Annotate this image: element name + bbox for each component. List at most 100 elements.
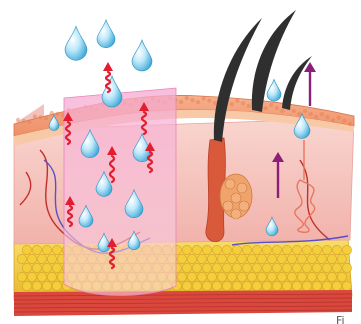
fat-cell <box>242 263 251 272</box>
fat-cell <box>292 263 301 272</box>
fat-cell <box>297 272 306 281</box>
fat-cell <box>242 281 251 290</box>
fat-cell <box>202 245 211 254</box>
epidermis-cell <box>16 118 20 122</box>
fat-cell <box>297 254 306 263</box>
fat-cell <box>217 272 226 281</box>
fat-cell <box>22 281 31 290</box>
fat-cell <box>312 263 321 272</box>
water-drop-icon <box>102 76 122 107</box>
fat-cell <box>282 263 291 272</box>
fat-cell <box>292 245 301 254</box>
fat-cell <box>192 263 201 272</box>
fat-cell <box>307 272 316 281</box>
fat-cell <box>267 254 276 263</box>
epidermis-cell <box>201 96 205 100</box>
fat-cell <box>252 263 261 272</box>
fat-cell <box>232 245 241 254</box>
fat-cell <box>42 281 51 290</box>
fat-cell <box>262 281 271 290</box>
fat-cell <box>207 254 216 263</box>
fat-cell <box>217 254 226 263</box>
water-drop-icon <box>267 79 281 101</box>
absorption-region <box>64 88 176 296</box>
fat-cell <box>197 272 206 281</box>
epidermis-cell <box>241 101 245 105</box>
gland-lobule <box>239 201 249 211</box>
fat-cell <box>182 245 191 254</box>
fat-cell <box>232 281 241 290</box>
epidermis-cell <box>280 109 284 113</box>
fat-cell <box>317 272 326 281</box>
fat-cell <box>42 263 51 272</box>
fat-cell <box>52 245 61 254</box>
fat-cell <box>252 245 261 254</box>
fat-cell <box>317 254 326 263</box>
fat-cell <box>177 254 186 263</box>
fat-cell <box>332 281 341 290</box>
gland-lobule <box>231 193 241 203</box>
fat-cell <box>322 245 331 254</box>
gland-lobule <box>223 201 233 211</box>
fat-cell <box>42 245 51 254</box>
epidermis-cell <box>179 100 183 104</box>
fat-cell <box>272 263 281 272</box>
fat-cell <box>27 254 36 263</box>
fat-cell <box>222 263 231 272</box>
epidermis-cell <box>235 99 239 103</box>
fat-cell <box>312 281 321 290</box>
fat-cell <box>47 254 56 263</box>
epidermis-cell <box>50 111 54 115</box>
fat-cell <box>212 245 221 254</box>
fat-cell <box>237 254 246 263</box>
fat-cell <box>247 272 256 281</box>
fat-cell <box>32 263 41 272</box>
gland-lobule <box>225 179 235 189</box>
fat-cell <box>197 254 206 263</box>
fat-cell <box>32 281 41 290</box>
fat-cell <box>332 245 341 254</box>
fat-cell <box>17 272 26 281</box>
hair-icon <box>282 56 312 110</box>
fat-cell <box>187 272 196 281</box>
caption-fragment: Fi <box>336 314 345 324</box>
fat-cell <box>337 254 346 263</box>
fat-cell <box>37 254 46 263</box>
fat-cell <box>222 245 231 254</box>
fat-cell <box>247 254 256 263</box>
fat-cell <box>342 245 351 254</box>
fat-cell <box>322 281 331 290</box>
fat-cell <box>262 263 271 272</box>
epidermis-cell <box>303 109 307 113</box>
epidermis-cell <box>38 115 42 119</box>
epidermis-cell <box>331 118 335 122</box>
fat-cell <box>337 272 346 281</box>
fat-cell <box>17 254 26 263</box>
water-drop-icon <box>132 40 152 71</box>
epidermis-cell <box>247 104 251 108</box>
fat-cell <box>227 272 236 281</box>
epidermis-cell <box>325 115 329 119</box>
fat-cell <box>257 272 266 281</box>
fat-cell <box>232 263 241 272</box>
epidermis-cell <box>297 112 301 116</box>
fat-cell <box>52 281 61 290</box>
fat-cell <box>267 272 276 281</box>
fat-cell <box>177 272 186 281</box>
epidermis-cell <box>342 119 346 123</box>
fat-cell <box>227 254 236 263</box>
epidermis-cell <box>230 102 234 106</box>
gland-lobule <box>237 183 247 193</box>
fat-cell <box>47 272 56 281</box>
fat-cell <box>332 263 341 272</box>
fat-cell <box>187 254 196 263</box>
fat-cell <box>277 272 286 281</box>
fat-cell <box>192 281 201 290</box>
fat-cell <box>272 281 281 290</box>
fat-cell <box>37 272 46 281</box>
fat-cell <box>27 272 36 281</box>
fat-cell <box>212 263 221 272</box>
fat-cell <box>302 281 311 290</box>
